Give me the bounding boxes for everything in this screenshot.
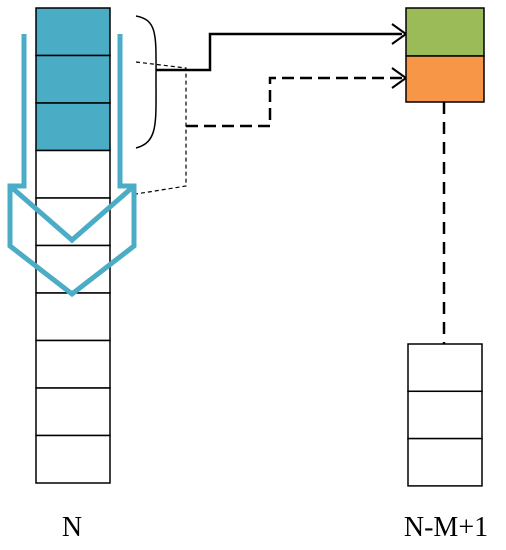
output-cell-green <box>405 7 485 57</box>
output-sequence-column <box>407 343 483 487</box>
sliding-direction-arrow-inner <box>8 184 136 244</box>
input-sequence-column <box>35 7 111 484</box>
window-bracket-solid <box>135 15 157 149</box>
label-n: N <box>62 512 82 543</box>
input-cell <box>35 244 111 294</box>
window-bracket-dashed <box>135 61 187 195</box>
input-cell <box>35 149 111 199</box>
output-cell <box>407 390 483 440</box>
input-cell-highlighted <box>35 54 111 104</box>
output-cell <box>407 437 483 487</box>
input-cell <box>35 434 111 484</box>
input-cell <box>35 292 111 342</box>
input-cell-highlighted <box>35 102 111 152</box>
sliding-direction-arrow <box>7 34 137 298</box>
input-cell-highlighted <box>35 7 111 57</box>
label-n-m-plus-1: N-M+1 <box>404 512 488 543</box>
output-cell-orange <box>405 55 485 103</box>
solid-arrow <box>156 32 402 72</box>
input-cell <box>35 387 111 437</box>
output-cell <box>407 343 483 393</box>
input-cell <box>35 339 111 389</box>
dashed-arrow <box>186 76 402 128</box>
